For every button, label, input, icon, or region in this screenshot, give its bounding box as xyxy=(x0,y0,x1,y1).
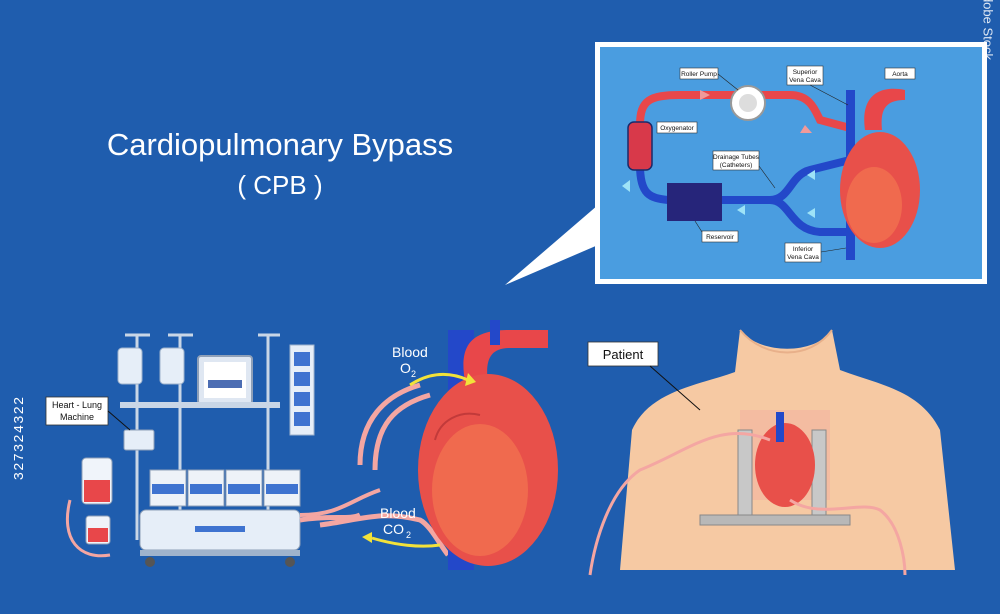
label-o2-subscript: 2 xyxy=(411,369,416,379)
label-superior-vena-cava: Superior xyxy=(793,69,818,76)
label-inferior-vena-cava-2: Vena Cava xyxy=(787,254,819,261)
label-drainage-tubes-2: (Catheters) xyxy=(720,162,753,169)
label-patient: Patient xyxy=(603,347,644,362)
label-inferior-vena-cava: Inferior xyxy=(793,246,814,253)
patient-label: Patient xyxy=(587,341,701,411)
label-co2-subscript: 2 xyxy=(406,530,411,540)
label-roller-pump: Roller Pump xyxy=(681,71,717,78)
label-reservoir: Reservoir xyxy=(706,234,735,241)
label-machine: Machine xyxy=(60,412,94,422)
title-line: Cardiopulmonary Bypass xyxy=(106,127,454,162)
label-aorta: Aorta xyxy=(892,71,908,78)
center-heart xyxy=(299,320,558,570)
label-oxygenator: Oxygenator xyxy=(660,125,694,132)
patient-torso xyxy=(588,329,955,576)
arrow-co2 xyxy=(371,536,441,548)
machine-label: Heart - Lung Machine xyxy=(45,396,131,431)
label-superior-vena-cava-2: Vena Cava xyxy=(789,77,821,84)
inset-pointer xyxy=(505,205,598,285)
inset-heart xyxy=(840,88,920,260)
oxygenator-shape xyxy=(627,121,653,171)
heart-lung-machine xyxy=(65,333,381,567)
arrow-o2 xyxy=(409,373,469,387)
inset-panel: Roller Pump Superior Vena Cava Aorta Oxy… xyxy=(595,42,987,284)
label-blood-o2: Blood xyxy=(392,344,428,360)
title-abbreviation: ( CPB ) xyxy=(237,170,323,200)
label-heart-lung: Heart - Lung xyxy=(52,400,102,410)
label-co2: CO xyxy=(383,521,404,537)
label-blood-co2: Blood xyxy=(380,505,416,521)
reservoir-shape xyxy=(667,183,722,221)
label-o2: O xyxy=(400,360,411,376)
diagram-title: Cardiopulmonary Bypass ( CPB ) xyxy=(100,125,460,205)
label-drainage-tubes: Drainage Tubes xyxy=(713,154,760,161)
